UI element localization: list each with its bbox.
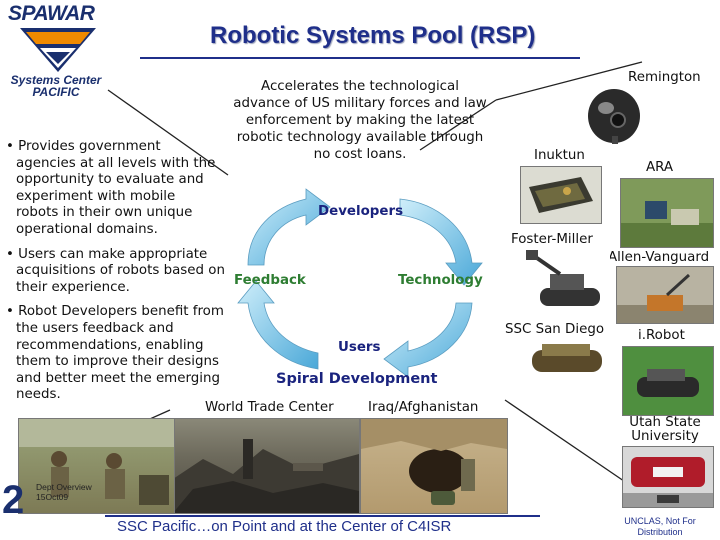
ssc-san-diego-robot-image [526, 336, 608, 382]
arrow-feedback-to-developers [247, 188, 331, 266]
ara-label: ARA [646, 160, 674, 175]
page-title: Robotic Systems Pool (RSP) [210, 22, 536, 49]
title-underline [140, 57, 580, 59]
bullet-list: • Provides government agencies at all le… [6, 139, 225, 404]
footer-tagline: SSC Pacific…on Point and at the Center o… [117, 518, 452, 535]
iraq-afghanistan-photo [360, 418, 508, 514]
connector-line-top-left [107, 89, 229, 176]
irobot-robot-image [622, 346, 714, 416]
spawar-logo-text: SPAWAR [8, 2, 95, 25]
logo-line-1: Systems Center [10, 73, 102, 87]
allen-vanguard-label: Allen-Vanguard [608, 250, 710, 265]
irobot-label: i.Robot [638, 328, 685, 343]
arrow-technology-to-users [383, 302, 473, 378]
systems-center-logo-text: Systems Center PACIFIC [8, 74, 104, 98]
dept-overview-text: Dept Overview 15Oct09 [36, 482, 92, 502]
cycle-developers: Developers [318, 204, 404, 219]
utah-line-2: University [631, 429, 699, 444]
foster-miller-robot-image [520, 248, 610, 318]
inuktun-label: Inuktun [534, 148, 585, 163]
dept-line-2: 15Oct09 [36, 492, 69, 502]
world-trade-center-photo [172, 418, 360, 514]
logo-line-2: PACIFIC [32, 85, 80, 99]
ara-robot-image [620, 178, 714, 248]
arrow-developers-to-technology [399, 198, 483, 286]
classification-marking: UNCLAS, Not For Distribution [610, 516, 710, 538]
bullet-3: • Robot Developers benefit from the user… [6, 304, 224, 403]
dept-line-1: Dept Overview [36, 482, 92, 492]
ssc-san-diego-label: SSC San Diego [505, 322, 605, 337]
cycle-technology: Technology [398, 273, 483, 288]
rsp-description: Accelerates the technological advance of… [233, 79, 487, 162]
remington-label: Remington [628, 70, 701, 85]
spiral-cycle-diagram [237, 188, 483, 378]
wtc-label: World Trade Center [205, 400, 334, 415]
foster-miller-label: Foster-Miller [511, 232, 593, 247]
bullet-1: • Provides government agencies at all le… [6, 139, 216, 237]
footer-rule [105, 515, 540, 517]
spawar-chevron-logo-icon [20, 28, 96, 72]
soldiers-photo [18, 418, 175, 514]
utah-state-vehicle-image [622, 446, 714, 508]
utah-state-label: Utah State University [620, 416, 710, 444]
page-number: 2 [2, 478, 25, 522]
utah-line-1: Utah State [629, 415, 701, 430]
bullet-2: • Users can make appropriate acquisition… [6, 246, 225, 295]
cycle-feedback: Feedback [234, 273, 306, 288]
remington-robot-image [584, 86, 644, 146]
connector-line-bottom-right [504, 399, 641, 493]
allen-vanguard-robot-image [616, 266, 714, 324]
inuktun-robot-image [520, 166, 602, 224]
classification-line-2: Distribution [637, 527, 683, 537]
arrow-users-to-feedback [237, 280, 319, 370]
iraq-label: Iraq/Afghanistan [368, 400, 479, 415]
spiral-development-title: Spiral Development [276, 371, 438, 387]
cycle-users: Users [338, 340, 381, 355]
connector-line-top-right [419, 99, 497, 151]
connector-line-to-remington [495, 61, 643, 101]
classification-line-1: UNCLAS, Not For [624, 516, 696, 526]
